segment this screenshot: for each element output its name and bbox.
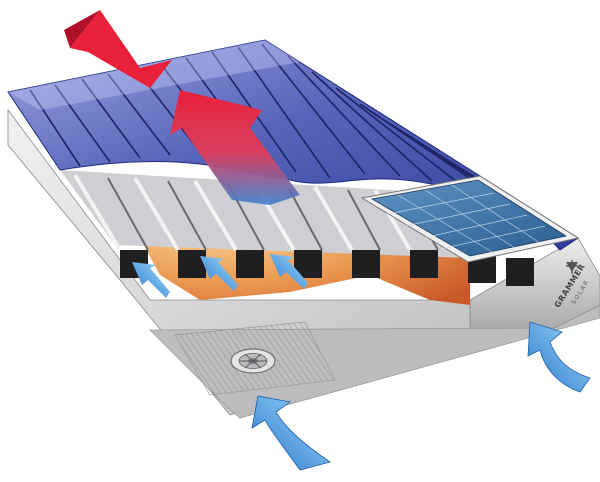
cold-air-arrow-icon	[132, 254, 308, 298]
pv-module-icon	[360, 175, 580, 263]
cold-air-arrow-icon	[527, 321, 591, 393]
hot-air-arrow-icon	[170, 90, 300, 205]
fan-vent-icon	[230, 348, 276, 374]
absorber-profiles	[60, 170, 534, 286]
hot-air-arrow-icon	[64, 10, 172, 88]
brand-logo-icon	[566, 260, 578, 274]
cold-air-arrow-icon	[251, 395, 331, 471]
